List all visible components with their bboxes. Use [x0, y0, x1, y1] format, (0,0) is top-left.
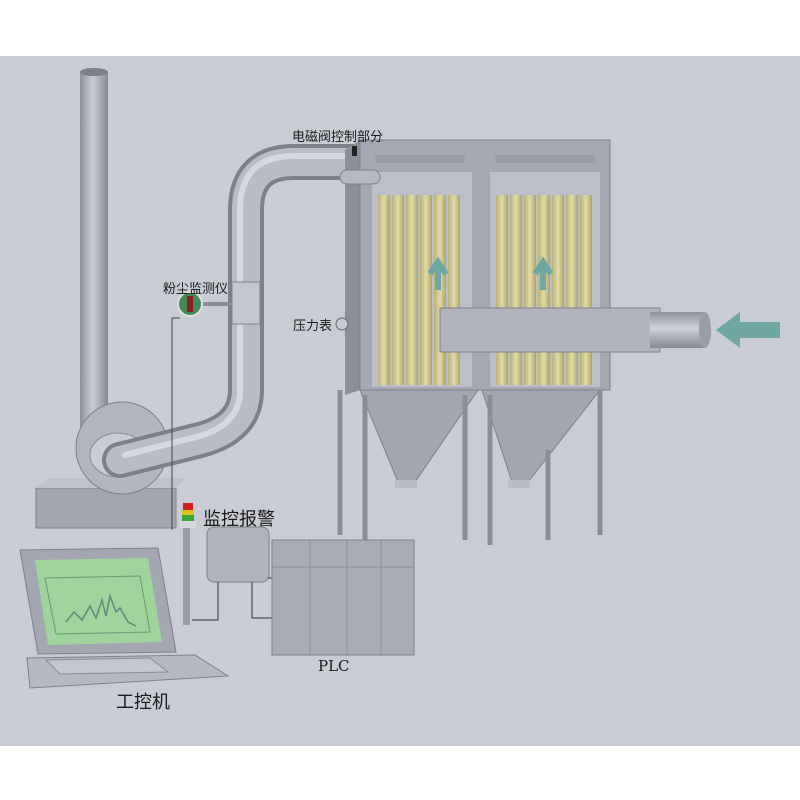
- solenoid-valve-manifold: [339, 146, 381, 185]
- label-ipc: 工控机: [116, 692, 170, 713]
- label-pressure-gauge: 压力表: [293, 319, 333, 334]
- inlet-arrow: [716, 312, 780, 348]
- alarm-light: [180, 503, 196, 625]
- dust-monitor-device: [171, 291, 232, 530]
- pressure-gauge-device: [335, 317, 349, 331]
- airflow-up-arrow: [532, 256, 554, 290]
- label-plc: PLC: [318, 657, 350, 675]
- label-dust-monitor: 粉尘监测仪: [163, 282, 229, 297]
- exhaust-stack: [80, 68, 108, 432]
- plc-cabinet: [271, 539, 415, 656]
- monitor-controller-box: [206, 526, 270, 583]
- top-margin: [0, 0, 800, 56]
- industrial-pc: [19, 547, 230, 689]
- label-alarm: 监控报警: [203, 509, 275, 530]
- airflow-up-arrow: [427, 256, 449, 290]
- screen-waveform: [65, 593, 137, 627]
- support-legs: [337, 390, 603, 545]
- duct: [102, 144, 378, 478]
- baghouse-collector: [337, 139, 611, 545]
- inlet-duct: [439, 307, 711, 353]
- label-solenoid-valve: 电磁阀控制部分: [292, 130, 384, 145]
